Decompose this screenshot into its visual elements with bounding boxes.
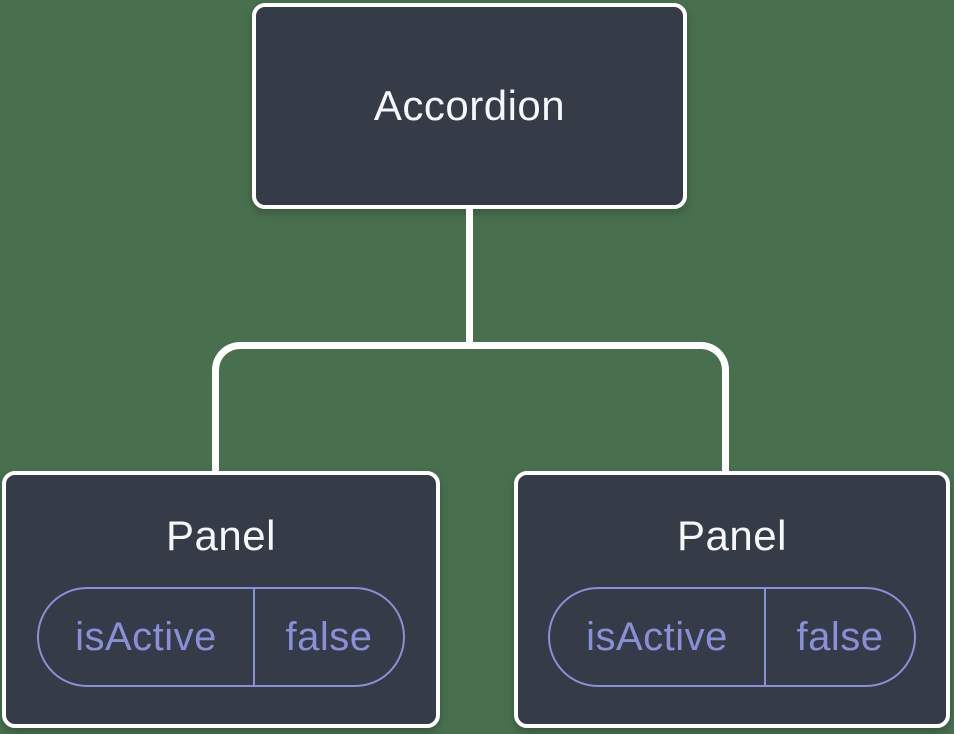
tree-connector-stem [466,209,473,349]
panel-node-right: Panel isActive false [514,471,950,728]
state-pill: isActive false [37,587,405,688]
state-key: isActive [75,614,217,659]
panel-node-label: Panel [166,512,276,559]
state-pill-divider [253,589,255,686]
state-key: isActive [586,614,728,659]
accordion-node: Accordion [252,3,687,209]
panel-node-label: Panel [677,512,787,559]
accordion-node-label: Accordion [373,81,566,129]
tree-connector-bracket [212,342,729,471]
state-value: false [285,614,373,659]
state-value: false [796,614,884,659]
state-pill: isActive false [548,587,916,688]
state-pill-divider [764,589,766,686]
panel-node-left: Panel isActive false [2,471,440,728]
